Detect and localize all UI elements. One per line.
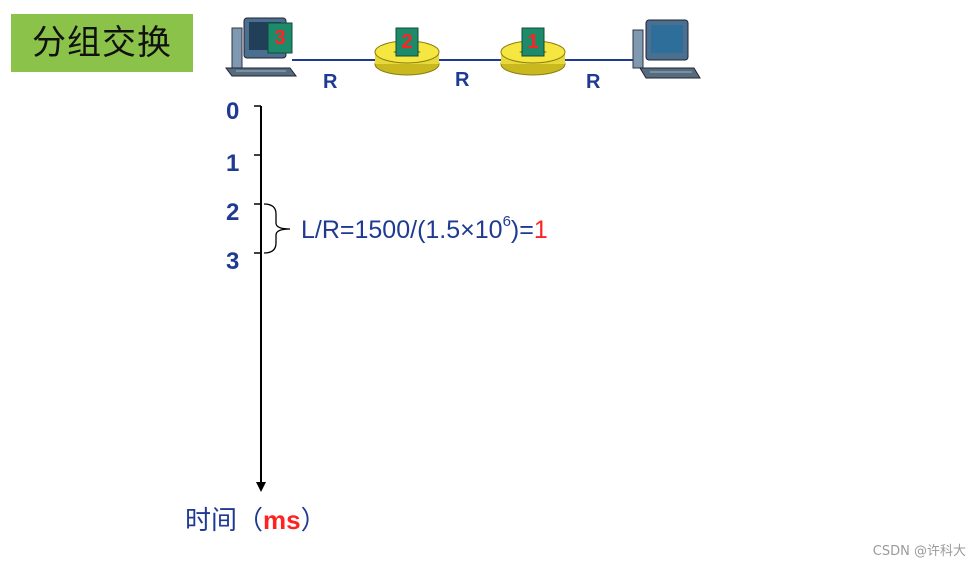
packet-3-label: 3 [274,27,286,49]
tick-label-1: 1 [226,150,240,177]
time-axis-label: 时间（ms） [185,500,327,537]
link-label-1: R [323,71,338,93]
link-label-2: R [455,69,470,91]
tick-label-2: 2 [226,199,240,226]
transmission-delay-formula: L/R=1500/(1.5×106)=1 [301,213,548,245]
packet-1-label: 1 [527,31,539,53]
formula-text: L/R=1500/(1.5×10 [301,216,503,244]
page-title: 分组交换 [32,23,172,63]
tick-label-3: 3 [226,248,240,275]
packet-3-icon [267,22,293,54]
packet-2-label: 2 [401,31,413,53]
packet-1-icon [521,27,545,57]
formula-close: )= [510,216,534,244]
formula-exponent: 6 [502,213,511,230]
interval-brace [263,203,291,254]
link-label-3: R [586,71,601,93]
title-background [11,14,193,72]
tick-label-0: 0 [226,98,240,125]
axis-label-end: ） [300,506,327,536]
network-diagram [225,17,701,79]
destination-computer-icon [632,19,701,79]
time-axis-arrow [256,482,266,492]
formula-result: 1 [533,216,548,244]
watermark: CSDN @许科大 [872,544,966,559]
axis-unit: ms [263,505,301,535]
packet-2-icon [395,27,419,57]
axis-label-text: 时间（ [185,506,264,536]
